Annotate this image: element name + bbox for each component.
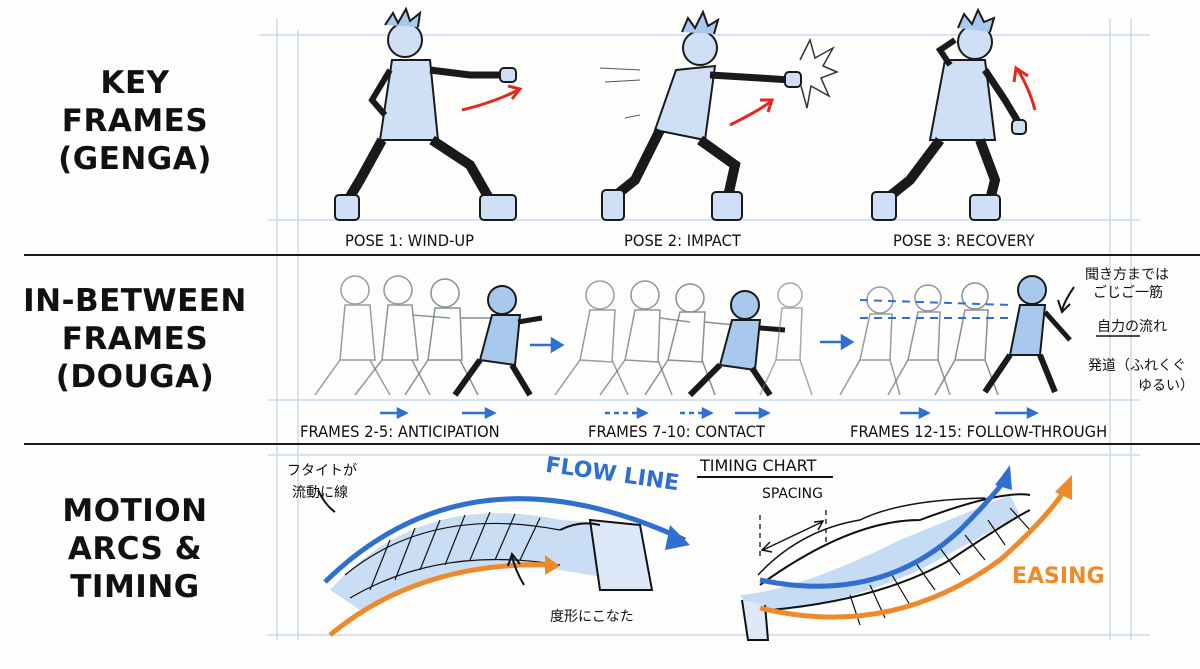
title-line: IN-BETWEEN — [23, 283, 247, 319]
caption-follow-through: FRAMES 12-15: FOLLOW-THROUGH — [850, 422, 1108, 441]
title-line: FRAMES — [61, 321, 209, 357]
title-line: TIMING — [70, 569, 200, 605]
title-line: (GENGA) — [58, 141, 212, 177]
section-divider — [24, 443, 1200, 445]
caption-contact: FRAMES 7-10: CONTACT — [588, 422, 766, 441]
note-line: 聞き方までは — [1085, 267, 1169, 283]
red-motion-arrow-icons — [461, 65, 1037, 127]
timing-chart-title: TIMING CHART — [700, 456, 817, 475]
title-line: FRAMES — [61, 103, 209, 139]
caption-anticipation: FRAMES 2-5: ANTICIPATION — [300, 422, 500, 441]
pose-3-figure — [871, 7, 1027, 221]
note-line: 発道（ふれくぐ — [1088, 358, 1186, 374]
title-line: KEY — [100, 65, 170, 101]
blue-direction-arrow-icons — [380, 333, 1039, 420]
spacing-label: SPACING — [762, 486, 823, 502]
caption-pose-2: POSE 2: IMPACT — [624, 231, 741, 250]
pose-2-figure — [599, 9, 840, 221]
easing-label: EASING — [1012, 564, 1105, 589]
timing-chart-drawing — [697, 465, 1072, 641]
note-deform: 度形にこなた — [550, 609, 634, 625]
note-line: 自力の流れ — [1097, 319, 1167, 335]
in-between-sequence-1 — [314, 275, 543, 397]
pose-1-figure — [334, 6, 517, 221]
in-between-sequence-2 — [554, 280, 813, 398]
note-flow-bottom: 流動に線 — [292, 485, 348, 501]
note-pointer-arrow-icons — [1057, 286, 1140, 337]
title-line: MOTION — [62, 493, 208, 529]
in-between-sequence-3 — [839, 275, 1072, 396]
row-title-motion-arcs: MOTION ARCS & TIMING — [0, 492, 270, 606]
section-divider — [24, 254, 1200, 256]
caption-pose-1: POSE 1: WIND-UP — [345, 231, 475, 250]
note-line: ゆるい） — [1138, 378, 1194, 394]
title-line: (DOUGA) — [55, 359, 215, 395]
fist-arc-drawing — [317, 489, 690, 637]
row-title-in-between: IN-BETWEEN FRAMES (DOUGA) — [0, 282, 270, 396]
row-title-key-frames: KEY FRAMES (GENGA) — [0, 64, 270, 178]
title-line: ARCS & — [67, 531, 203, 567]
note-line: ごじご一筋 — [1093, 285, 1163, 301]
note-flow-top: フタイトが — [287, 463, 357, 479]
caption-pose-3: POSE 3: RECOVERY — [893, 231, 1035, 250]
